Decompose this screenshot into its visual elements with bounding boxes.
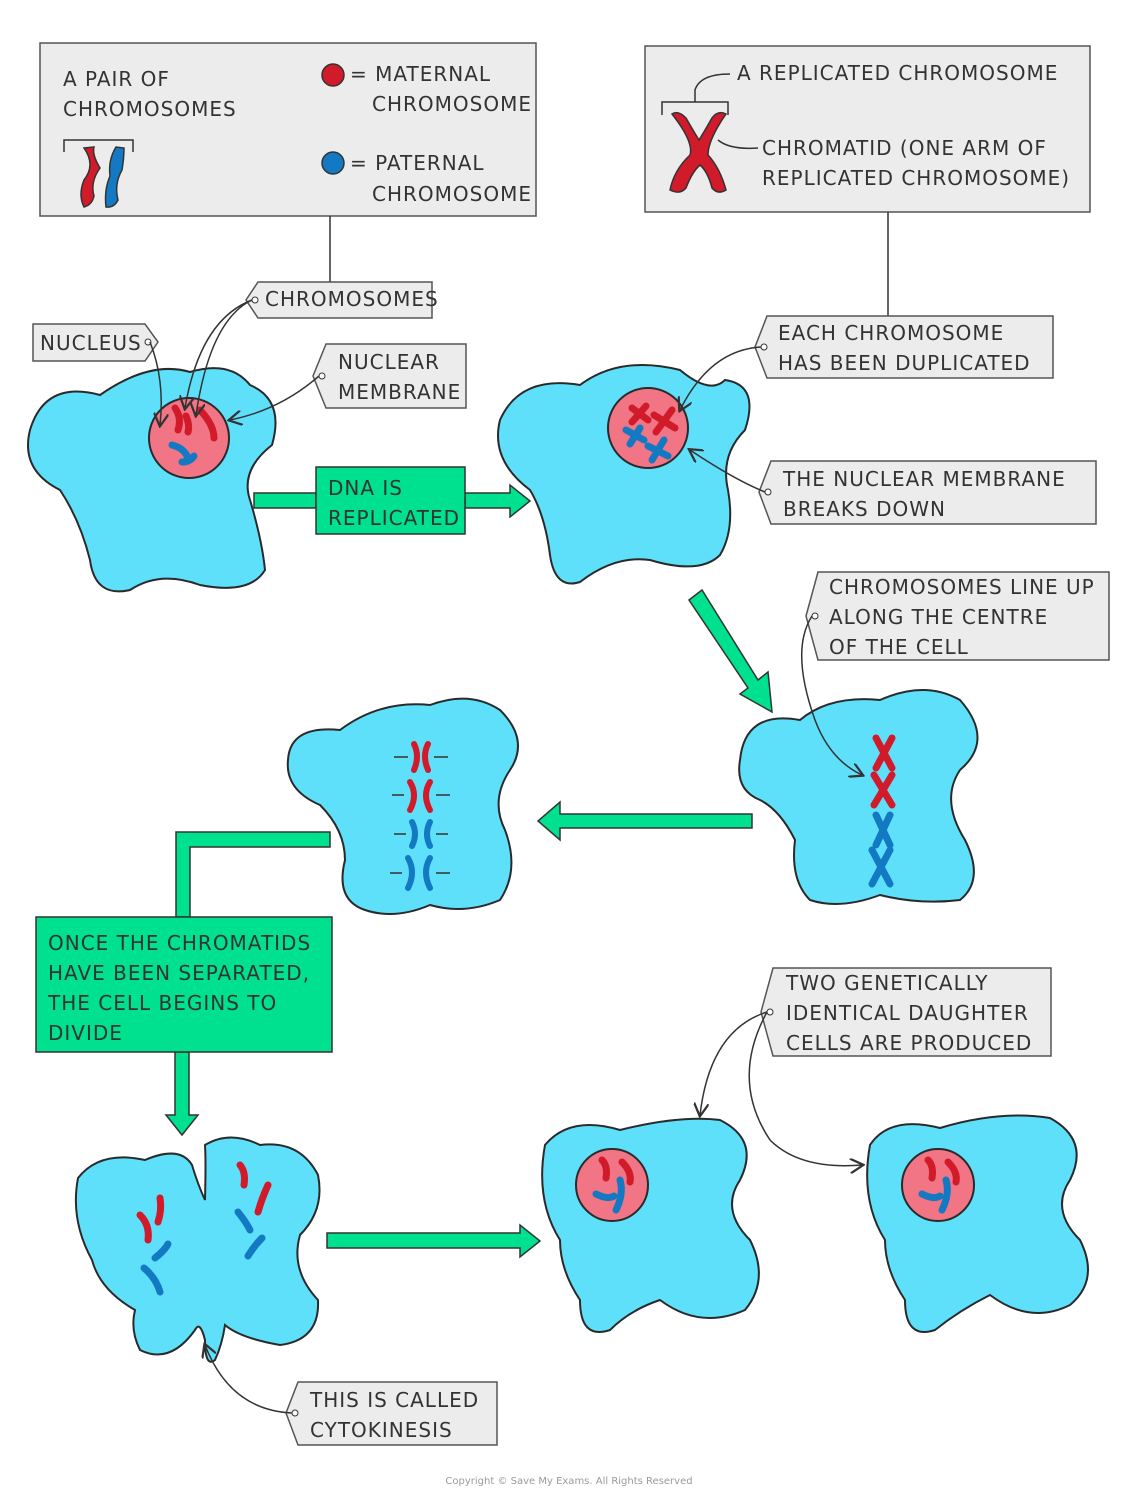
maternal-chromosome: [924, 1156, 936, 1182]
daughter-paternal-chromosome: [244, 1234, 266, 1260]
aligned-paternal-chromosome: [868, 846, 894, 888]
replicated-paternal-chromosome: [644, 436, 672, 464]
aligned-paternal-chromosome: [872, 811, 894, 849]
daughter-paternal-chromosome: [234, 1208, 254, 1234]
legend-replicated-title: A REPLICATED CHROMOSOME: [737, 61, 1058, 85]
aligned-maternal-chromosome: [870, 771, 896, 809]
daughter-paternal-chromosome: [151, 1240, 172, 1262]
nucleus: [607, 387, 689, 469]
daughter-paternal-chromosome: [140, 1264, 164, 1296]
svg-text:ONCE THE CHROMATIDS: ONCE THE CHROMATIDS: [48, 931, 311, 955]
replicated-maternal-chromosome: [628, 402, 652, 426]
maternal-chromosome: [598, 1156, 610, 1182]
paternal-chromosome: [612, 1176, 625, 1214]
svg-text:CHROMOSOMES LINE UP: CHROMOSOMES LINE UP: [829, 575, 1095, 599]
nucleus: [901, 1148, 975, 1222]
maternal-chromosome-icon: [80, 146, 101, 208]
legend-replicated-chromosome: A REPLICATED CHROMOSOME CHROMATID (ONE A…: [644, 45, 1091, 213]
paternal-chromosome: [918, 1190, 944, 1202]
legend-paternal-text-2: CHROMOSOME: [372, 182, 532, 206]
svg-text:THE CELL BEGINS TO: THE CELL BEGINS TO: [47, 991, 277, 1015]
aligned-maternal-chromosome: [872, 734, 896, 772]
svg-text:EACH CHROMOSOME: EACH CHROMOSOME: [778, 321, 1004, 345]
svg-text:HAVE BEEN SEPARATED,: HAVE BEEN SEPARATED,: [48, 961, 310, 985]
step-arrow-down: [164, 1051, 200, 1137]
separating-chromatids: [390, 741, 450, 891]
cell-metaphase: [738, 689, 979, 905]
svg-text:CYTOKINESIS: CYTOKINESIS: [310, 1418, 453, 1442]
svg-text:HAS BEEN DUPLICATED: HAS BEEN DUPLICATED: [778, 351, 1031, 375]
paternal-chromosome-icon: [104, 146, 125, 208]
paternal-chromosome: [938, 1176, 951, 1214]
maternal-chromosome: [618, 1158, 634, 1186]
legend-maternal-text-1: = MATERNAL: [350, 62, 491, 86]
label-nuclear-membrane: NUCLEAR MEMBRANE: [230, 343, 467, 420]
daughter-maternal-chromosome: [236, 1161, 248, 1189]
maternal-chromosome: [944, 1158, 960, 1186]
daughter-cell-1: [541, 1117, 760, 1333]
maternal-chromosome: [171, 404, 183, 434]
svg-text:DIVIDE: DIVIDE: [48, 1021, 123, 1045]
chromatid-leader: [717, 139, 759, 150]
replicated-maternal-chromosome: [650, 406, 679, 436]
svg-text:THIS IS CALLED: THIS IS CALLED: [309, 1388, 479, 1412]
paternal-chromosome: [178, 452, 198, 466]
step-arrow-diagonal: [687, 588, 773, 714]
replicated-paternal-chromosome: [622, 424, 648, 448]
nucleus: [575, 1148, 649, 1222]
paternal-chromosome: [168, 441, 192, 462]
paternal-key-icon: [321, 151, 345, 175]
step-chromatids-separated: ONCE THE CHROMATIDS HAVE BEEN SEPARATED,…: [35, 916, 333, 1053]
maternal-chromosome: [182, 412, 193, 436]
svg-text:CHROMOSOMES: CHROMOSOMES: [265, 287, 439, 311]
svg-text:TWO GENETICALLY: TWO GENETICALLY: [785, 971, 988, 995]
label-nuclear-membrane-breaks: THE NUCLEAR MEMBRANE BREAKS DOWN: [690, 450, 1097, 525]
cell-interphase: [27, 367, 277, 593]
legend-pair-text-2: CHROMOSOMES: [63, 97, 237, 121]
legend-pair-text-1: A PAIR OF: [63, 67, 170, 91]
daughter-cell-2: [866, 1114, 1089, 1333]
cell-replicated: [497, 364, 751, 585]
maternal-key-icon: [321, 63, 345, 87]
step-dna-replicated: DNA IS REPLICATED: [253, 466, 532, 535]
svg-text:OF THE CELL: OF THE CELL: [829, 635, 969, 659]
svg-text:NUCLEAR: NUCLEAR: [338, 350, 440, 374]
svg-text:MEMBRANE: MEMBRANE: [338, 380, 461, 404]
cell-anaphase: [286, 697, 519, 915]
cell-cytokinesis: [74, 1136, 321, 1363]
pair-bracket: [63, 139, 134, 152]
legend-chromatid-text-2: REPLICATED CHROMOSOME): [762, 166, 1070, 190]
paternal-chromosome: [592, 1190, 618, 1202]
legend-paternal-text-1: = PATERNAL: [350, 151, 485, 175]
step-arrow-left: [536, 800, 753, 842]
label-cytokinesis: THIS IS CALLED CYTOKINESIS: [205, 1345, 498, 1446]
replicated-chromosome-icon: [669, 111, 728, 193]
copyright-text: Copyright © Save My Exams. All Rights Re…: [445, 1476, 692, 1487]
legend-chromatid-text-1: CHROMATID (ONE ARM OF: [762, 136, 1047, 160]
label-each-chromosome-duplicated: EACH CHROMOSOME HAS BEEN DUPLICATED: [680, 315, 1054, 410]
daughter-maternal-chromosome: [154, 1194, 165, 1226]
svg-text:NUCLEUS: NUCLEUS: [40, 331, 142, 355]
label-chromosomes: CHROMOSOMES: [185, 281, 439, 415]
svg-text:ALONG THE CENTRE: ALONG THE CENTRE: [829, 605, 1048, 629]
step-arrow-right: [326, 1223, 542, 1259]
replicated-leader: [694, 73, 731, 102]
svg-text:REPLICATED: REPLICATED: [328, 506, 460, 530]
daughter-maternal-chromosome: [254, 1181, 272, 1216]
label-daughter-cells: TWO GENETICALLY IDENTICAL DAUGHTER CELLS…: [700, 967, 1052, 1166]
legend-maternal-text-2: CHROMOSOME: [372, 92, 532, 116]
svg-text:CELLS ARE PRODUCED: CELLS ARE PRODUCED: [786, 1031, 1032, 1055]
label-nucleus: NUCLEUS: [32, 323, 161, 425]
label-chromosomes-line-up: CHROMOSOMES LINE UP ALONG THE CENTRE OF …: [800, 571, 1110, 775]
step-arrow-elbow: [175, 831, 331, 918]
legend-chromosome-pair: A PAIR OF CHROMOSOMES = MATERNAL CHROMOS…: [39, 42, 537, 217]
svg-text:BREAKS DOWN: BREAKS DOWN: [783, 497, 946, 521]
svg-text:IDENTICAL DAUGHTER: IDENTICAL DAUGHTER: [786, 1001, 1029, 1025]
svg-text:DNA IS: DNA IS: [328, 476, 403, 500]
daughter-maternal-chromosome: [136, 1211, 152, 1244]
svg-text:THE NUCLEAR MEMBRANE: THE NUCLEAR MEMBRANE: [782, 467, 1066, 491]
